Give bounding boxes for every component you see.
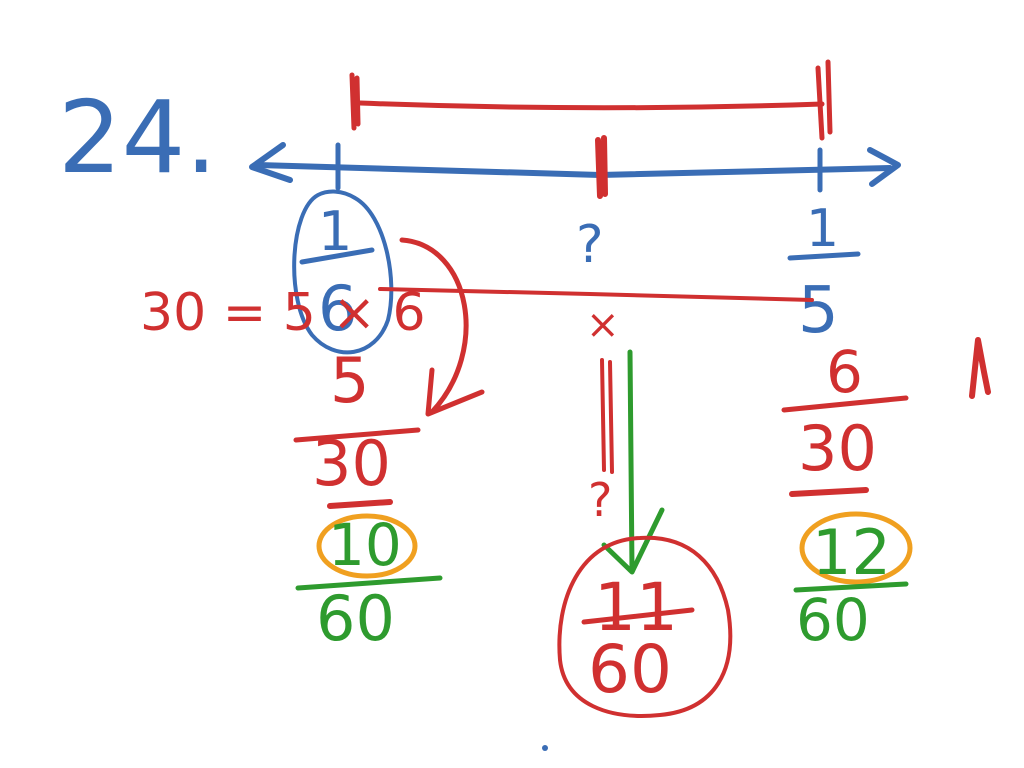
curved-arrow-icon <box>399 237 469 415</box>
left-fraction-30-numerator: 5 <box>330 344 369 417</box>
right-fraction-30: 6 30 <box>781 338 909 497</box>
middle-equals-bars <box>600 358 614 474</box>
left-fraction-60: 10 60 <box>295 511 443 655</box>
left-endpoint-circle <box>292 189 394 355</box>
left-highlight-circle <box>316 513 418 579</box>
left-arrowhead-icon <box>249 142 293 183</box>
middle-mark: × <box>586 302 620 348</box>
left-underline <box>327 499 393 509</box>
right-fraction-60-numerator: 12 <box>812 516 891 589</box>
down-arrowhead-icon <box>601 507 665 575</box>
right-endpoint-fraction: 1 5 <box>787 199 861 348</box>
interval-bracket <box>349 59 833 199</box>
left-fraction-30: 5 30 <box>293 344 421 509</box>
right-endpoint-numerator: 1 <box>806 199 839 259</box>
right-fraction-60-bar <box>793 581 909 593</box>
right-endpoint-bar <box>787 251 861 261</box>
left-fraction-30-bar <box>293 427 421 443</box>
left-endpoint-denominator: 6 <box>318 272 357 345</box>
answer-circle <box>557 535 733 718</box>
left-fraction-30-denominator: 30 <box>312 427 391 500</box>
left-fraction-60-numerator: 10 <box>328 511 402 579</box>
answer-numerator: 11 <box>594 569 678 646</box>
middle-work: × ? <box>586 302 665 575</box>
answer-denominator: 60 <box>588 631 672 708</box>
down-arrow-icon <box>627 349 635 573</box>
left-fraction-60-bar <box>295 575 443 591</box>
right-arrowhead-icon <box>867 147 901 187</box>
midpoint-tick <box>595 135 608 199</box>
answer-bar <box>581 607 695 625</box>
left-fraction-60-denominator: 60 <box>316 582 395 655</box>
stray-mark <box>969 337 991 399</box>
right-fraction-30-numerator: 6 <box>826 338 863 406</box>
middle-unknown: ? <box>588 473 612 527</box>
curved-arrowhead-icon <box>425 367 485 417</box>
right-underline <box>789 487 869 497</box>
right-fraction-60: 12 60 <box>793 511 913 654</box>
number-line <box>249 142 901 193</box>
right-endpoint-denominator: 5 <box>798 274 839 348</box>
right-fraction-60-denominator: 60 <box>796 586 870 654</box>
scale-note: 30 = 5 × 6 <box>140 283 426 343</box>
right-fraction-30-denominator: 30 <box>798 412 877 485</box>
problem-number: 24. <box>58 79 217 196</box>
left-endpoint-bar <box>299 247 375 265</box>
answer-fraction: 11 60 <box>557 535 733 718</box>
stray-dot <box>542 745 548 751</box>
midpoint-unknown: ? <box>576 215 604 275</box>
right-fraction-30-bar <box>781 395 909 413</box>
connecting-line <box>378 287 814 302</box>
left-endpoint-fraction: 1 6 <box>292 189 394 355</box>
right-highlight-circle <box>799 511 913 585</box>
